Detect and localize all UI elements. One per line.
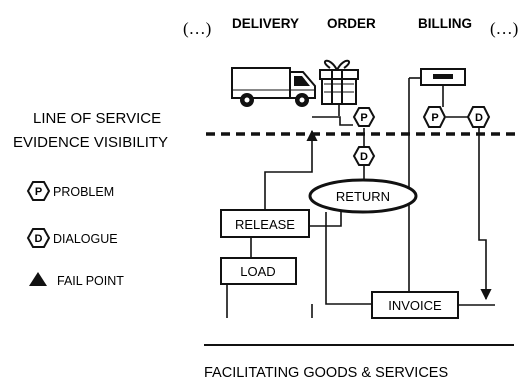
- legend-problem-symbol: P: [35, 186, 42, 198]
- invoice-step: INVOICE: [372, 292, 458, 318]
- connector-dialogue-invoice: [479, 127, 486, 299]
- dialogue-marker-order-symbol: D: [360, 151, 368, 163]
- dialogue-marker-billing: D: [468, 107, 489, 127]
- dialogue-marker-order: D: [354, 147, 374, 165]
- return-step: RETURN: [310, 180, 416, 212]
- release-step: RELEASE: [221, 210, 309, 237]
- column-billing: BILLING: [418, 16, 472, 31]
- legend-problem: P PROBLEM: [28, 182, 114, 200]
- fail-point-triangle-icon: [29, 272, 47, 286]
- connector-release-van: [265, 131, 312, 210]
- column-delivery: DELIVERY: [232, 16, 299, 31]
- footer-label: FACILITATING GOODS & SERVICES: [204, 365, 448, 381]
- delivery-van-icon: [232, 68, 315, 107]
- problem-marker-billing: P: [424, 107, 445, 127]
- legend: P PROBLEM D DIALOGUE FAIL POINT: [28, 182, 124, 288]
- problem-marker-order-symbol: P: [360, 112, 367, 124]
- gift-box-icon: [320, 61, 358, 104]
- legend-dialogue-symbol: D: [35, 233, 43, 245]
- line-of-visibility-label-1: LINE OF SERVICE: [33, 110, 161, 127]
- problem-marker-billing-symbol: P: [431, 112, 438, 124]
- legend-problem-label: PROBLEM: [53, 185, 114, 199]
- return-label: RETURN: [336, 189, 390, 204]
- release-label: RELEASE: [235, 217, 295, 232]
- invoice-label: INVOICE: [388, 298, 442, 313]
- problem-marker-order: P: [354, 108, 374, 126]
- ellipsis-left: (…): [183, 19, 211, 38]
- ellipsis-right: (…): [490, 19, 518, 38]
- load-label: LOAD: [240, 264, 275, 279]
- line-of-visibility-label-2: EVIDENCE VISIBILITY: [13, 134, 168, 151]
- legend-dialogue-label: DIALOGUE: [53, 232, 118, 246]
- legend-dialogue: D DIALOGUE: [28, 229, 118, 247]
- connector-van-problem: [312, 117, 353, 125]
- column-order: ORDER: [327, 16, 376, 31]
- legend-fail-point-label: FAIL POINT: [57, 274, 124, 288]
- legend-fail-point: FAIL POINT: [29, 272, 124, 288]
- bill-document-icon: [421, 69, 465, 85]
- dialogue-marker-billing-symbol: D: [475, 112, 483, 124]
- load-step: LOAD: [221, 258, 296, 284]
